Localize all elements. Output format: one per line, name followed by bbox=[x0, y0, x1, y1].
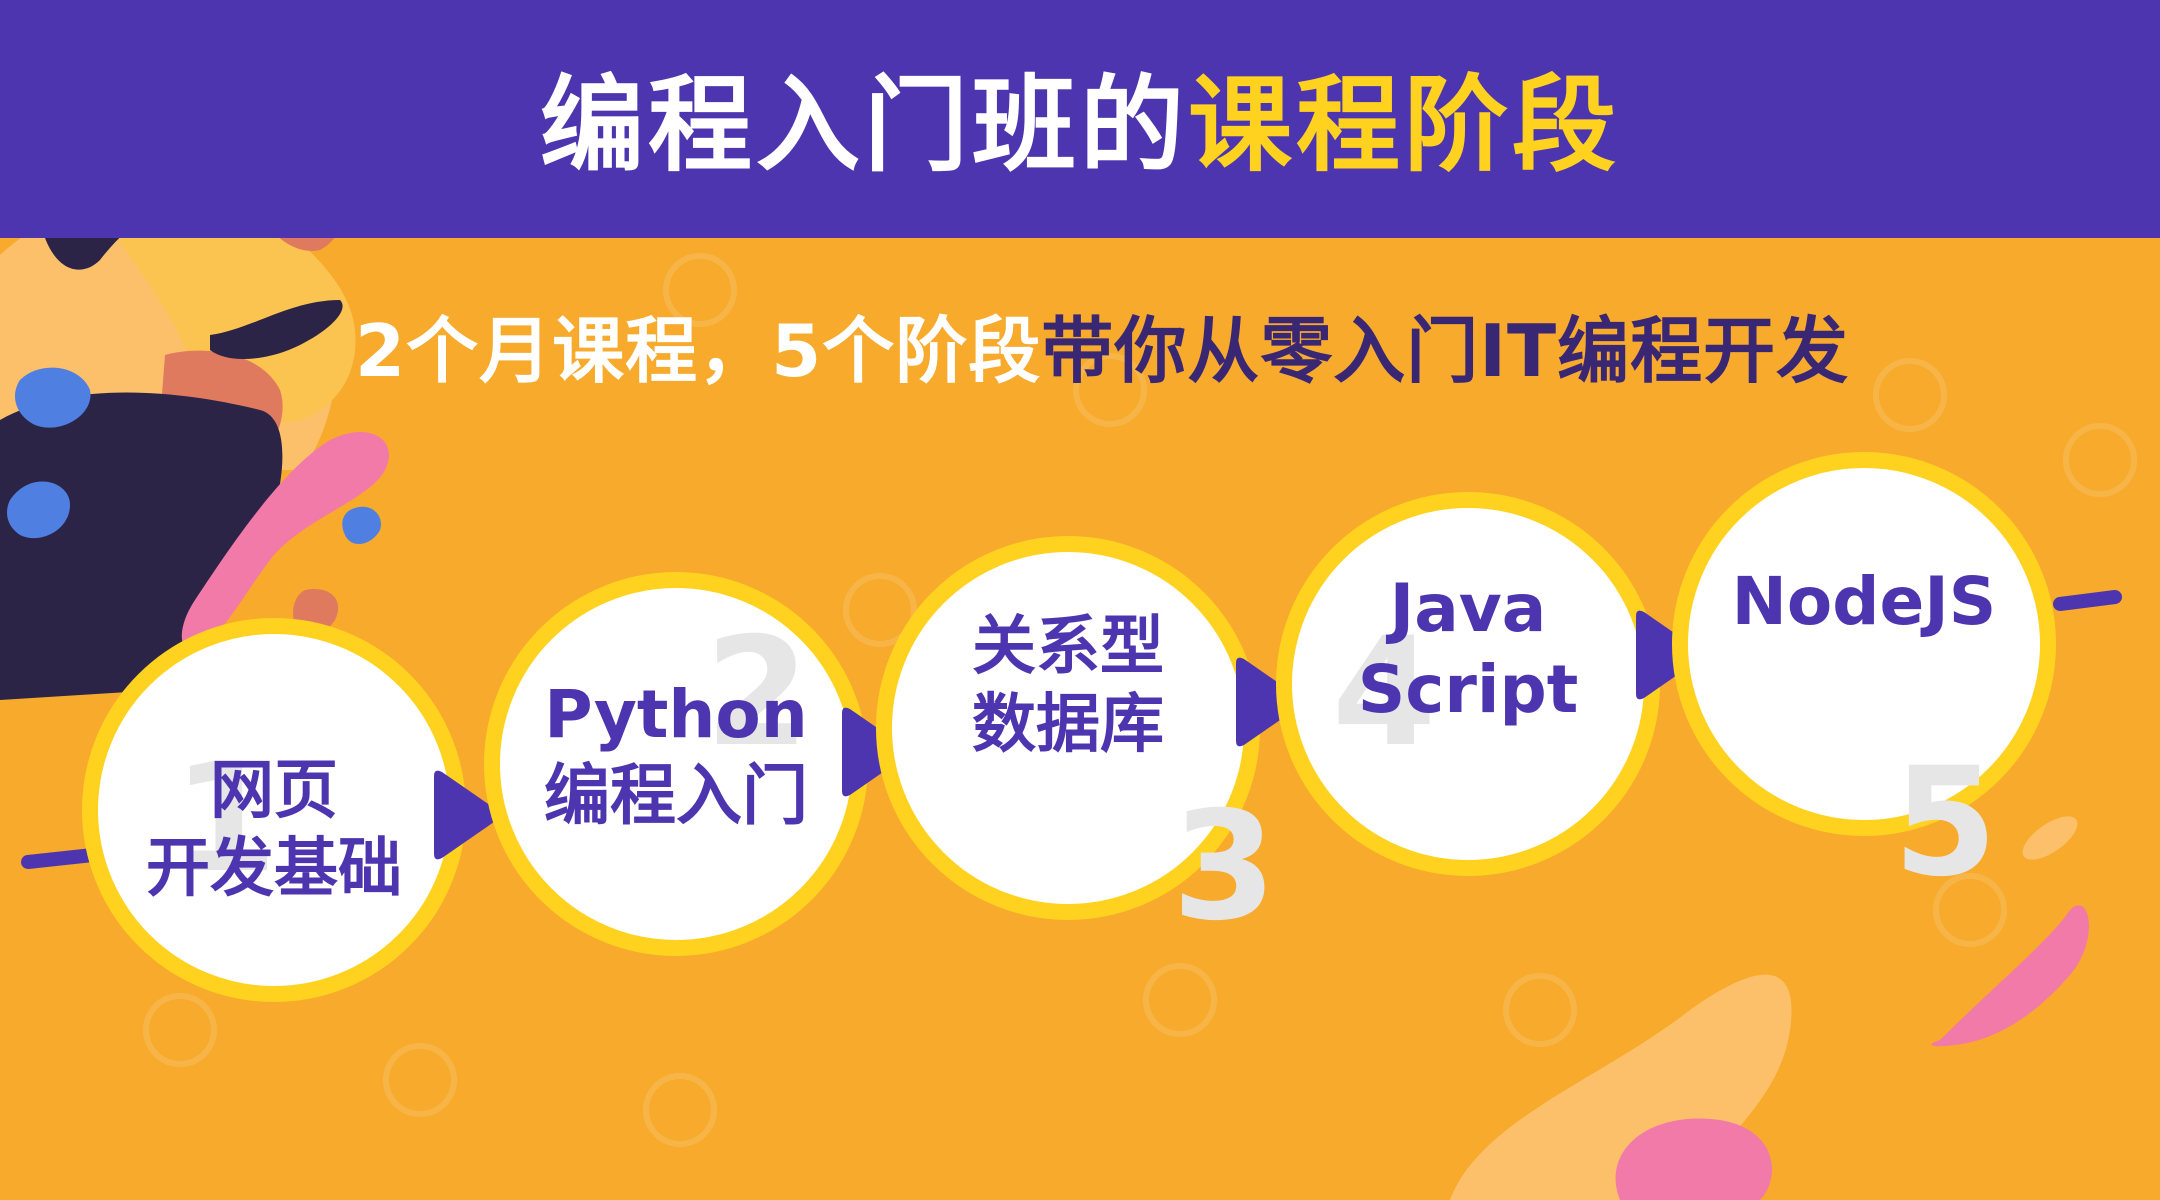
stage-number: 1 bbox=[173, 732, 278, 906]
stage-label: Java Script bbox=[1357, 570, 1579, 728]
arrow-right-icon bbox=[1636, 610, 1699, 700]
stage-label: NodeJS bbox=[1731, 562, 1997, 640]
timeline-line-right bbox=[2053, 590, 2122, 611]
stage-circle-1: 1 网页 开发基础 bbox=[82, 618, 466, 1002]
title-highlight: 课程阶段 bbox=[1188, 63, 1621, 186]
stage-number: 4 bbox=[1332, 606, 1437, 780]
subtitle: 2个月课程，5个阶段带你从零入门IT编程开发 bbox=[355, 292, 1849, 397]
header-bar: 编程入门班的课程阶段 bbox=[0, 0, 2160, 238]
stage-circle-4: 4 Java Script bbox=[1276, 492, 1660, 876]
stage-circle-5: 5 NodeJS bbox=[1672, 452, 2056, 898]
arrow-right-icon bbox=[842, 707, 905, 797]
stage-circle-3: 3 关系型 数据库 bbox=[876, 536, 1276, 942]
stage-label: 关系型 数据库 bbox=[972, 609, 1164, 762]
stage-number: 3 bbox=[1172, 780, 1277, 954]
title-main: 编程入门班的 bbox=[539, 63, 1188, 186]
arrow-right-icon bbox=[1236, 657, 1299, 747]
stage-label: Python 编程入门 bbox=[544, 676, 808, 834]
pink-blob-right bbox=[1931, 905, 2089, 1047]
small-light-blob bbox=[2022, 816, 2078, 860]
subtitle-part2: 带你从零入门IT编程开发 bbox=[1041, 309, 1850, 393]
page-title: 编程入门班的课程阶段 bbox=[540, 40, 1620, 191]
subtitle-part1: 2个月课程，5个阶段 bbox=[355, 309, 1042, 393]
stage-circle-2: 2 Python 编程入门 bbox=[484, 572, 868, 956]
stage-label: 网页 开发基础 bbox=[146, 753, 402, 906]
pink-blob-bottom bbox=[1615, 1118, 1772, 1200]
stage-number: 2 bbox=[705, 606, 810, 780]
arrow-right-icon bbox=[434, 770, 497, 860]
stage-number: 5 bbox=[1893, 736, 1998, 910]
